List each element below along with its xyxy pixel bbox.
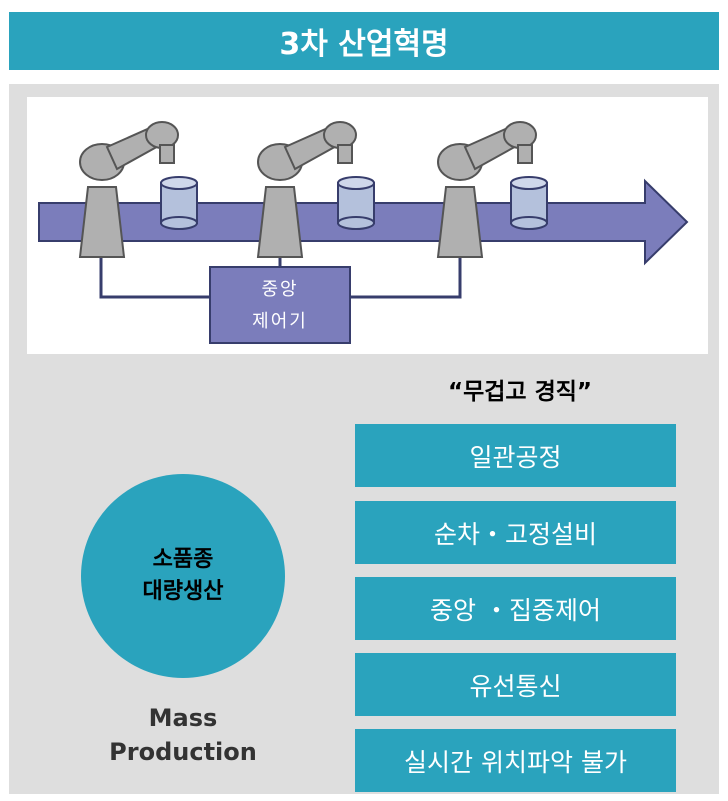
title-banner: 3차 산업혁명 [9,12,719,70]
page-title: 3차 산업혁명 [279,27,449,62]
central-controller-box [209,266,351,344]
robot-arm-2 [256,121,357,258]
feature-box: 실시간 위치파악 불가 [355,729,676,792]
container-2 [337,176,375,230]
caption-line2: Production [109,738,257,766]
factory-illustration: 중앙 제어기 [27,97,708,354]
controller-label-line2: 제어기 [252,311,308,332]
production-line-diagram [38,121,689,344]
circle-line2: 대량생산 [142,579,224,604]
circle-line1: 소품종 [152,547,214,572]
caption-line1: Mass [148,704,218,732]
feature-box: 중앙 ・집중제어 [355,577,676,640]
feature-box: 순차・고정설비 [355,501,676,564]
feature-box: 유선통신 [355,653,676,716]
mass-production-circle: 소품종 대량생산 [81,474,285,678]
robot-arm-1 [78,121,179,258]
feature-box: 일관공정 [355,424,676,487]
container-1 [160,176,198,230]
rigid-heavy-quote: “무겁고 경직” [447,379,593,405]
mass-production-caption: Mass Production [93,701,273,769]
controller-label-line1: 중앙 [261,279,299,300]
container-3 [510,176,548,230]
robot-arm-3 [436,121,537,258]
